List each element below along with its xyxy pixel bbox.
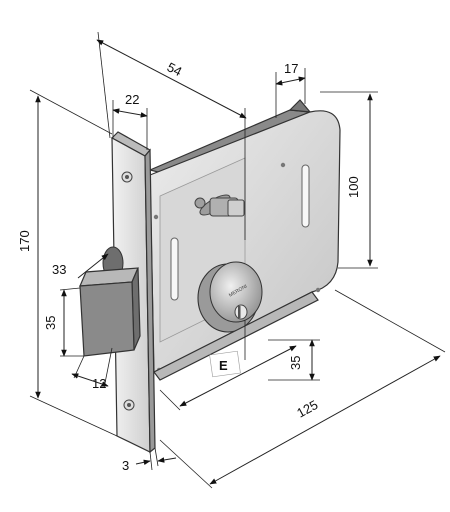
dimension-33: 33 <box>52 253 109 279</box>
deadbolt <box>79 267 141 357</box>
case-hole <box>280 162 286 168</box>
dimension-35-bolt: 35 <box>43 287 84 357</box>
dimension-label-100: 100 <box>346 176 361 198</box>
dimension-54: 54 <box>96 31 247 240</box>
dimension-100: 100 <box>320 91 378 269</box>
case-hole <box>153 214 159 220</box>
case-slot-right <box>301 164 310 228</box>
dimension-170: 170 <box>17 89 118 437</box>
dimension-label-e: E <box>219 358 228 373</box>
dimension-label-35-bolt: 35 <box>43 316 58 330</box>
dimension-label-22: 22 <box>125 92 139 107</box>
case-hole <box>315 287 321 293</box>
dimension-label-125: 125 <box>294 397 320 421</box>
thumbturn-knob <box>194 194 245 217</box>
dimension-label-54: 54 <box>165 59 185 79</box>
dimension-12: 12 <box>71 347 113 391</box>
dimension-label-17: 17 <box>284 61 298 76</box>
dimension-22: 22 <box>112 92 148 150</box>
dimension-3: 3 <box>122 447 177 473</box>
dimension-label-170: 170 <box>17 230 32 252</box>
lock-cylinder: MERONI <box>197 261 263 333</box>
dimension-label-35-cylinder: 35 <box>288 356 303 370</box>
dimension-35-cylinder: 35 <box>268 339 320 381</box>
case-slot-left <box>170 237 179 301</box>
dimension-label-12: 12 <box>92 376 106 391</box>
dimension-label-33: 33 <box>52 262 66 277</box>
dimension-label-3: 3 <box>122 458 129 473</box>
dimension-17: 17 <box>275 61 306 118</box>
